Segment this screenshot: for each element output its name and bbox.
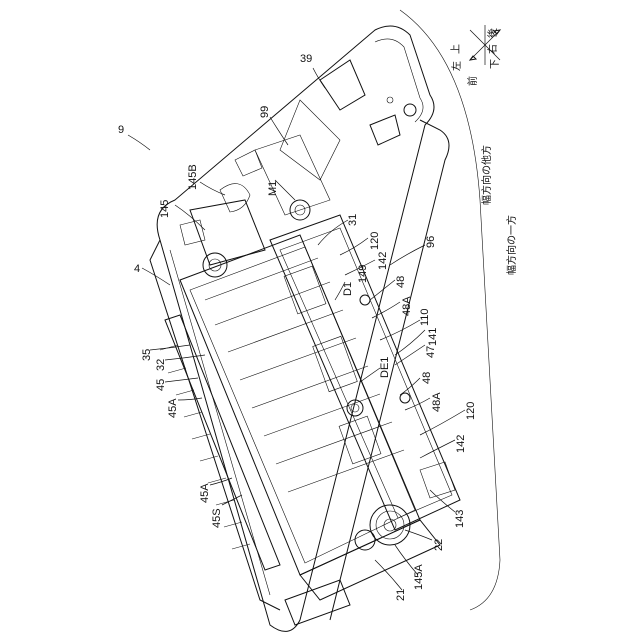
label-22: 22 — [433, 539, 445, 551]
label-45A-top: 45A — [167, 398, 179, 418]
compass-left: 左 — [450, 61, 463, 71]
label-DE1: DE1 — [379, 357, 391, 378]
label-48-bottom: 48 — [421, 372, 433, 384]
housing-outline — [150, 10, 500, 631]
compass-down: 下 — [490, 59, 501, 69]
label-145A: 145A — [413, 564, 425, 590]
label-48A-bottom: 48A — [431, 392, 443, 412]
label-21: 21 — [395, 589, 407, 601]
label-120-top: 120 — [369, 232, 381, 250]
label-D1: D1 — [342, 282, 354, 296]
label-47: 47 — [425, 346, 437, 358]
label-143: 143 — [454, 510, 466, 528]
label-4: 4 — [134, 263, 140, 275]
width-one-side: 幅方向の一方 — [505, 215, 518, 275]
label-120-bottom: 120 — [465, 402, 477, 420]
label-32: 32 — [155, 359, 167, 371]
label-45-top: 45 — [155, 379, 167, 391]
label-45S: 45S — [211, 508, 223, 528]
label-M1: M1 — [267, 181, 279, 196]
label-9: 9 — [118, 124, 124, 136]
label-31: 31 — [347, 214, 359, 226]
compass-right: 右 — [486, 44, 499, 54]
label-145B: 145B — [187, 164, 199, 190]
compass-up: 上 — [450, 44, 462, 54]
compass-front: 前 — [466, 76, 479, 86]
width-other-side: 幅方向の他方 — [480, 145, 493, 205]
label-45A-bottom: 45A — [199, 483, 211, 503]
left-teeth — [160, 315, 280, 570]
label-35: 35 — [141, 349, 153, 361]
label-142-bottom: 142 — [455, 435, 467, 453]
compass-rear: 後 — [486, 28, 499, 38]
label-96: 96 — [425, 236, 437, 248]
label-110: 110 — [419, 308, 431, 326]
label-48-top: 48 — [395, 276, 407, 288]
label-48A-top: 48A — [401, 296, 413, 316]
label-145: 145 — [159, 200, 171, 218]
label-99: 99 — [259, 106, 271, 118]
lower-gear-area — [285, 462, 455, 625]
label-149: 149 — [357, 265, 369, 283]
label-141: 141 — [427, 328, 439, 346]
arrow-front-icon — [470, 56, 476, 60]
width-direction-notes: 幅方向の他方 幅方向の一方 — [480, 145, 518, 275]
label-142-top: 142 — [377, 252, 389, 270]
leader-lines — [128, 68, 465, 590]
direction-compass: 後 右 上 下 左 前 — [450, 25, 501, 86]
label-39: 39 — [300, 53, 312, 65]
